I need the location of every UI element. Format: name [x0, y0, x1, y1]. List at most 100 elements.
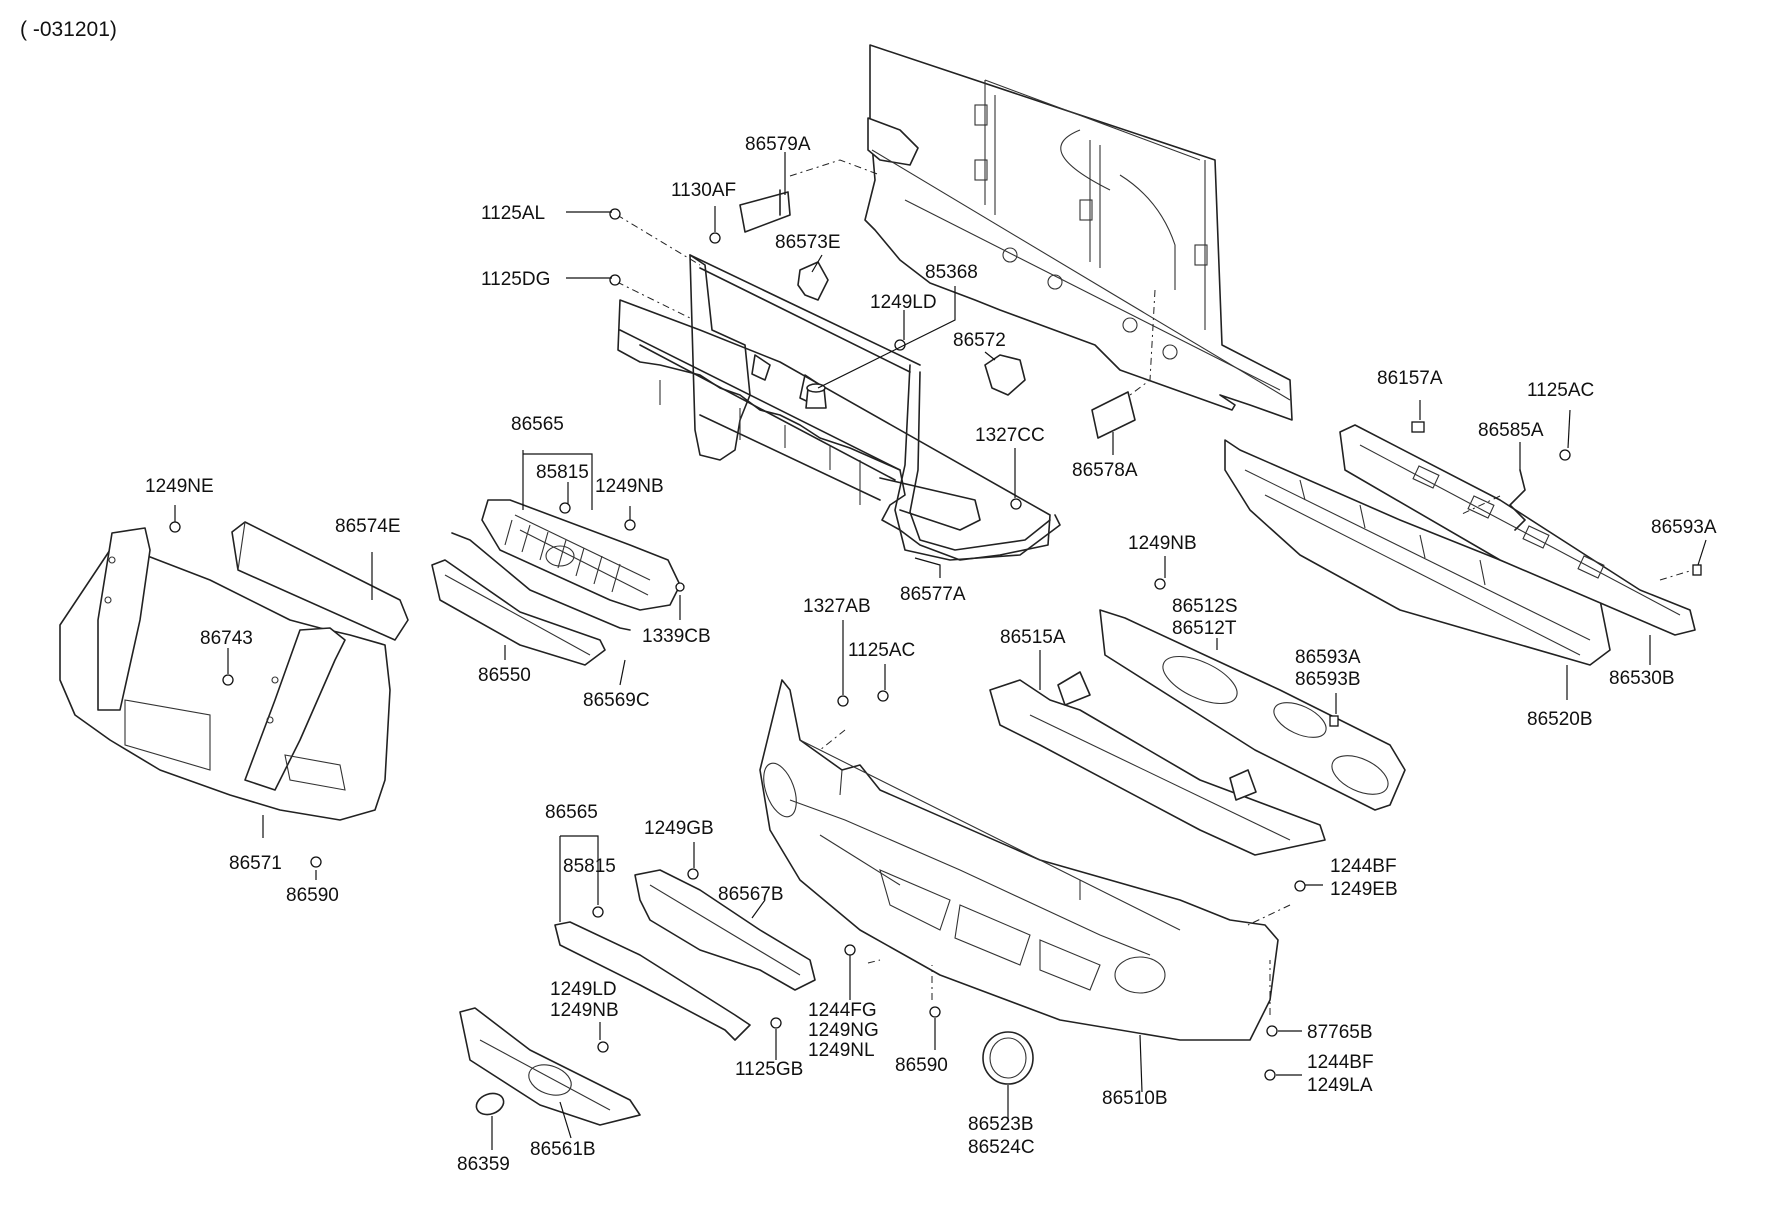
radiator-grille-upper	[481, 499, 681, 611]
part-label: 86593B	[1295, 669, 1361, 690]
part-label: 1249NL	[808, 1040, 875, 1061]
part-label: 1125AL	[481, 203, 545, 224]
part-label: 86512S	[1172, 596, 1238, 617]
clip-85815-bot	[592, 906, 604, 918]
part-label: 86520B	[1527, 709, 1593, 730]
part-labels: 1125AL 1130AF 86579A 1125DG 86573E 85368…	[145, 134, 1717, 1175]
bolt-1125AL	[609, 208, 621, 220]
bumper-beam-assembly	[617, 254, 1061, 561]
part-label: 86523B	[968, 1114, 1034, 1135]
part-label: 86561B	[530, 1139, 596, 1160]
part-label: 86593A	[1651, 517, 1717, 538]
bolt-1244BF-a	[1294, 880, 1306, 892]
emblem-86359	[475, 1092, 505, 1116]
energy-absorber-86520B	[1224, 439, 1611, 666]
part-label: 86359	[457, 1154, 510, 1175]
part-label: 86590	[895, 1055, 948, 1076]
part-label: 86590	[286, 885, 339, 906]
bolt-1125AC-right	[1559, 449, 1571, 461]
bolt-1249NB-grille	[624, 519, 636, 531]
nut-1327AB	[837, 695, 849, 707]
part-label: 1249LD	[550, 979, 617, 1000]
fog-lamp-cover-86523B	[982, 1031, 1034, 1085]
bracket-86573E	[797, 261, 829, 301]
part-label: 85368	[925, 262, 978, 283]
grille-moulding-86550	[431, 559, 606, 666]
clip-85815-top	[559, 502, 571, 514]
bracket-86579A	[739, 189, 791, 233]
grille-strip-lower	[554, 921, 751, 1041]
bolt-1249NE	[169, 521, 181, 533]
part-label: 1249NB	[1128, 533, 1197, 554]
bracket-86578A	[1091, 391, 1136, 439]
part-label: 1249GB	[644, 818, 714, 839]
part-label: 86569C	[583, 690, 650, 711]
bolt-1125DG	[609, 274, 621, 286]
part-label: 86512T	[1172, 618, 1237, 639]
bolt-1130AF	[709, 232, 721, 244]
radiator-support-panel	[864, 44, 1293, 421]
grille-86561B	[459, 1007, 641, 1126]
part-label: 86572	[953, 330, 1006, 351]
part-label: 86593A	[1295, 647, 1361, 668]
nut-1327CC	[1010, 498, 1022, 510]
bracket-86515A	[989, 671, 1326, 856]
part-label: 86577A	[900, 584, 966, 605]
part-label: 1125AC	[848, 640, 915, 661]
bolt-86743	[222, 674, 234, 686]
clip-86590-left	[310, 856, 322, 868]
part-label: 86578A	[1072, 460, 1138, 481]
part-label: 1125GB	[735, 1059, 803, 1080]
part-label: 1249NB	[595, 476, 664, 497]
clip-87765B	[1266, 1025, 1278, 1037]
bolt-1249LD-bot	[597, 1041, 609, 1053]
part-label: 87765B	[1307, 1022, 1373, 1043]
part-label: 1249LA	[1307, 1075, 1373, 1096]
strip-86569C	[451, 532, 631, 631]
part-label: 86571	[229, 853, 282, 874]
fasteners	[169, 208, 1571, 1081]
part-label: 86579A	[745, 134, 811, 155]
part-label: 86567B	[718, 884, 784, 905]
leader-lines	[174, 152, 1707, 1150]
part-label: 1339CB	[642, 626, 711, 647]
clip-86590-mid	[929, 1006, 941, 1018]
bolt-1125AC-mid	[877, 690, 889, 702]
diagram-header-code: ( -031201)	[20, 18, 117, 41]
part-label: 1327CC	[975, 425, 1045, 446]
part-label: 86574E	[335, 516, 401, 537]
clip-1125GB	[770, 1017, 782, 1029]
part-label: 86530B	[1609, 668, 1675, 689]
clip-86593A-86593B	[1329, 715, 1339, 727]
bracket-86530B	[1339, 424, 1696, 636]
part-label: 86585A	[1478, 420, 1544, 441]
horn-85368	[805, 383, 827, 409]
assembly-guide-lines	[616, 159, 1694, 1015]
bracket-86585A	[1509, 469, 1526, 531]
part-label: 86550	[478, 665, 531, 686]
bracket-86572	[984, 354, 1026, 396]
part-label: 1125DG	[481, 269, 550, 290]
moulding-86574E	[231, 521, 409, 641]
front-bumper-fascia-86510B	[759, 679, 1279, 1041]
part-label: 1249NB	[550, 1000, 619, 1021]
part-label: 86743	[200, 628, 253, 649]
part-label: 86157A	[1377, 368, 1443, 389]
bolt-1244BF-b	[1264, 1069, 1276, 1081]
part-label: 85815	[536, 462, 589, 483]
part-label: 86573E	[775, 232, 841, 253]
part-label: 1249EB	[1330, 879, 1398, 900]
clip-86157A	[1411, 421, 1425, 433]
part-label: 1244FG	[808, 1000, 877, 1021]
part-label: 86510B	[1102, 1088, 1168, 1109]
part-label: 86515A	[1000, 627, 1066, 648]
bolt-1249NB-mid	[1154, 578, 1166, 590]
part-label: 85815	[563, 856, 616, 877]
bolt-1244FG	[844, 944, 856, 956]
part-label: 86524C	[968, 1137, 1035, 1158]
part-label: 1249NG	[808, 1020, 879, 1041]
part-label: 1125AC	[1527, 380, 1594, 401]
lower-grille-86512S	[1099, 609, 1406, 811]
part-label: 1244BF	[1330, 856, 1397, 877]
part-label: 1249LD	[870, 292, 937, 313]
